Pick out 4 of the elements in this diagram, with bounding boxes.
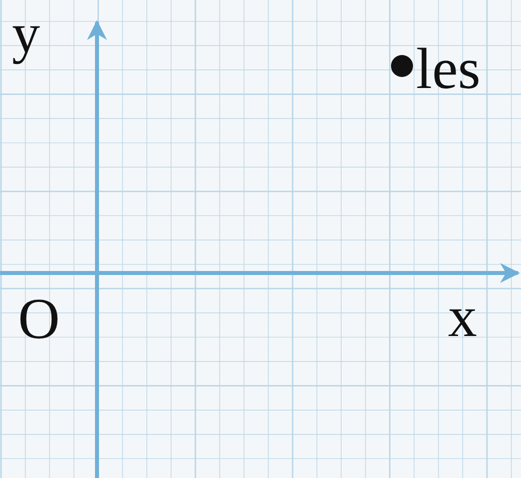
origin-label: O	[18, 290, 60, 348]
axis-label: y	[12, 6, 40, 62]
point-label: les	[416, 40, 480, 98]
axis-label: x	[448, 288, 477, 346]
